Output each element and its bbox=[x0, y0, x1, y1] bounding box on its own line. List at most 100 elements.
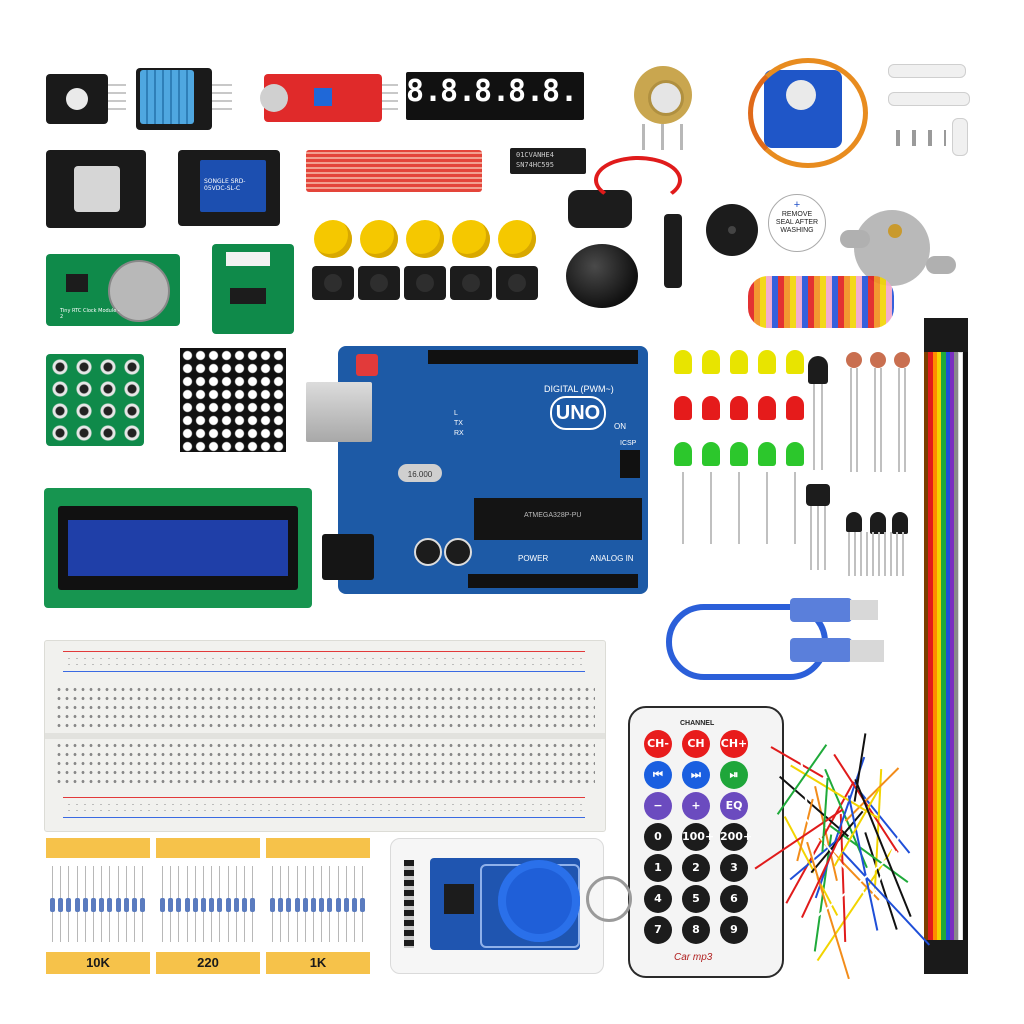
breadboard-rail-red bbox=[63, 651, 585, 652]
led-leg bbox=[738, 472, 740, 544]
stepper-mount-left bbox=[840, 230, 870, 248]
resistor bbox=[115, 898, 121, 912]
resistor bbox=[343, 898, 349, 912]
remote-key[interactable]: − bbox=[644, 792, 672, 820]
photoresistor bbox=[846, 352, 862, 368]
remote-key[interactable]: 6 bbox=[720, 885, 748, 913]
breadboard-holes bbox=[65, 803, 585, 805]
remote-key[interactable]: ⏯ bbox=[720, 761, 748, 789]
remote-key[interactable]: 1 bbox=[644, 854, 672, 882]
breadboard-channel bbox=[45, 733, 605, 739]
power-label: POWER bbox=[518, 554, 549, 563]
ir-led-legs bbox=[813, 384, 823, 470]
tactile-switch bbox=[450, 266, 492, 300]
button-cap bbox=[406, 220, 444, 258]
breadboard-holes bbox=[65, 657, 585, 659]
stepper-shaft bbox=[888, 224, 902, 238]
reset-button bbox=[356, 354, 378, 376]
driver-chip bbox=[230, 288, 266, 304]
transistor-legs bbox=[848, 532, 908, 576]
led-leg bbox=[710, 472, 712, 544]
photoresistor bbox=[870, 352, 886, 368]
servo-screws bbox=[896, 130, 946, 146]
relay-module: SONGLE SRD-05VDC-SL-C bbox=[178, 150, 280, 226]
arduino-icsp-label: ICSP bbox=[620, 440, 637, 447]
remote-key[interactable]: CH- bbox=[644, 730, 672, 758]
resistor bbox=[217, 898, 223, 912]
breadboard-rail-blue bbox=[63, 817, 585, 818]
arduino-digital-label: DIGITAL (PWM~) bbox=[544, 384, 614, 394]
ribbon-wire bbox=[945, 352, 951, 942]
servo-wires bbox=[748, 58, 868, 168]
remote-key[interactable]: 2 bbox=[682, 854, 710, 882]
led bbox=[758, 350, 776, 374]
photoresistor bbox=[894, 352, 910, 368]
battery-clip-wire-red bbox=[594, 156, 682, 204]
shift-register-chip: 01CVANHE4 SN74HC595 bbox=[510, 148, 586, 174]
stepper-driver-board bbox=[212, 244, 294, 334]
rfid-keyring bbox=[586, 876, 632, 922]
remote-key[interactable]: 4 bbox=[644, 885, 672, 913]
rfid-header-pins bbox=[404, 860, 414, 948]
stepper-motor bbox=[840, 210, 960, 296]
microphone-capsule bbox=[260, 84, 288, 112]
potentiometer-legs bbox=[642, 124, 684, 150]
buzzer bbox=[706, 204, 758, 256]
led bbox=[702, 350, 720, 374]
dc-jack-plug bbox=[664, 214, 682, 288]
tactile-switch bbox=[358, 266, 400, 300]
rtc-label: Tiny RTC Clock Module - 2 bbox=[60, 308, 120, 320]
resistor bbox=[91, 898, 96, 912]
transistor bbox=[892, 512, 908, 534]
resistor bbox=[360, 898, 366, 912]
resistor bbox=[168, 898, 174, 912]
remote-key[interactable]: EQ bbox=[720, 792, 748, 820]
resistor bbox=[66, 898, 72, 912]
remote-key[interactable]: 3 bbox=[720, 854, 748, 882]
button-cap bbox=[498, 220, 536, 258]
breadboard bbox=[44, 640, 606, 832]
potentiometer-trimmer bbox=[314, 88, 332, 106]
led-matrix bbox=[180, 348, 286, 452]
segment-digit: 8. bbox=[406, 74, 443, 109]
remote-key[interactable]: CH bbox=[682, 730, 710, 758]
resistor bbox=[286, 898, 292, 912]
resistor-strip-top bbox=[156, 838, 260, 858]
analog-label: ANALOG IN bbox=[590, 554, 634, 563]
dht11-pins bbox=[212, 84, 232, 114]
remote-key[interactable]: 8 bbox=[682, 916, 710, 944]
ribbon-connector bbox=[924, 940, 968, 974]
sound-sensor-pins bbox=[382, 84, 398, 114]
remote-key[interactable]: 7 bbox=[644, 916, 672, 944]
resistor bbox=[107, 898, 113, 912]
remote-key[interactable]: 200+ bbox=[720, 823, 752, 851]
arduino-tx-label: TX bbox=[454, 420, 463, 427]
remote-key[interactable]: ⏭ bbox=[682, 761, 710, 789]
atmega-chip: ATMEGA328P-PU bbox=[474, 498, 642, 540]
remote-key[interactable]: 0 bbox=[644, 823, 672, 851]
led bbox=[758, 442, 776, 466]
remote-key[interactable]: CH+ bbox=[720, 730, 748, 758]
resistor bbox=[192, 898, 198, 912]
capacitor bbox=[414, 538, 442, 566]
tactile-switch bbox=[312, 266, 354, 300]
servo-horn-long bbox=[888, 64, 966, 78]
button-cap bbox=[314, 220, 352, 258]
ribbon-wire bbox=[954, 352, 960, 942]
photoresistor-legs bbox=[850, 368, 908, 472]
dht11-sensor-housing bbox=[140, 70, 194, 124]
remote-key[interactable]: + bbox=[682, 792, 710, 820]
remote-key[interactable]: 100+ bbox=[682, 823, 714, 851]
remote-key[interactable]: 9 bbox=[720, 916, 748, 944]
resistor bbox=[184, 898, 190, 912]
remote-key[interactable]: ⏮ bbox=[644, 761, 672, 789]
button-cap bbox=[452, 220, 490, 258]
segment-digit: 8. bbox=[542, 74, 579, 109]
resistor-label-10k: 10K bbox=[46, 952, 150, 974]
stepper-wires bbox=[748, 276, 894, 328]
ribbon-connector bbox=[924, 318, 968, 352]
remote-key[interactable]: 5 bbox=[682, 885, 710, 913]
breadboard-holes bbox=[65, 663, 585, 665]
rtc-coin-battery bbox=[108, 260, 170, 322]
water-level-sensor bbox=[306, 150, 482, 192]
